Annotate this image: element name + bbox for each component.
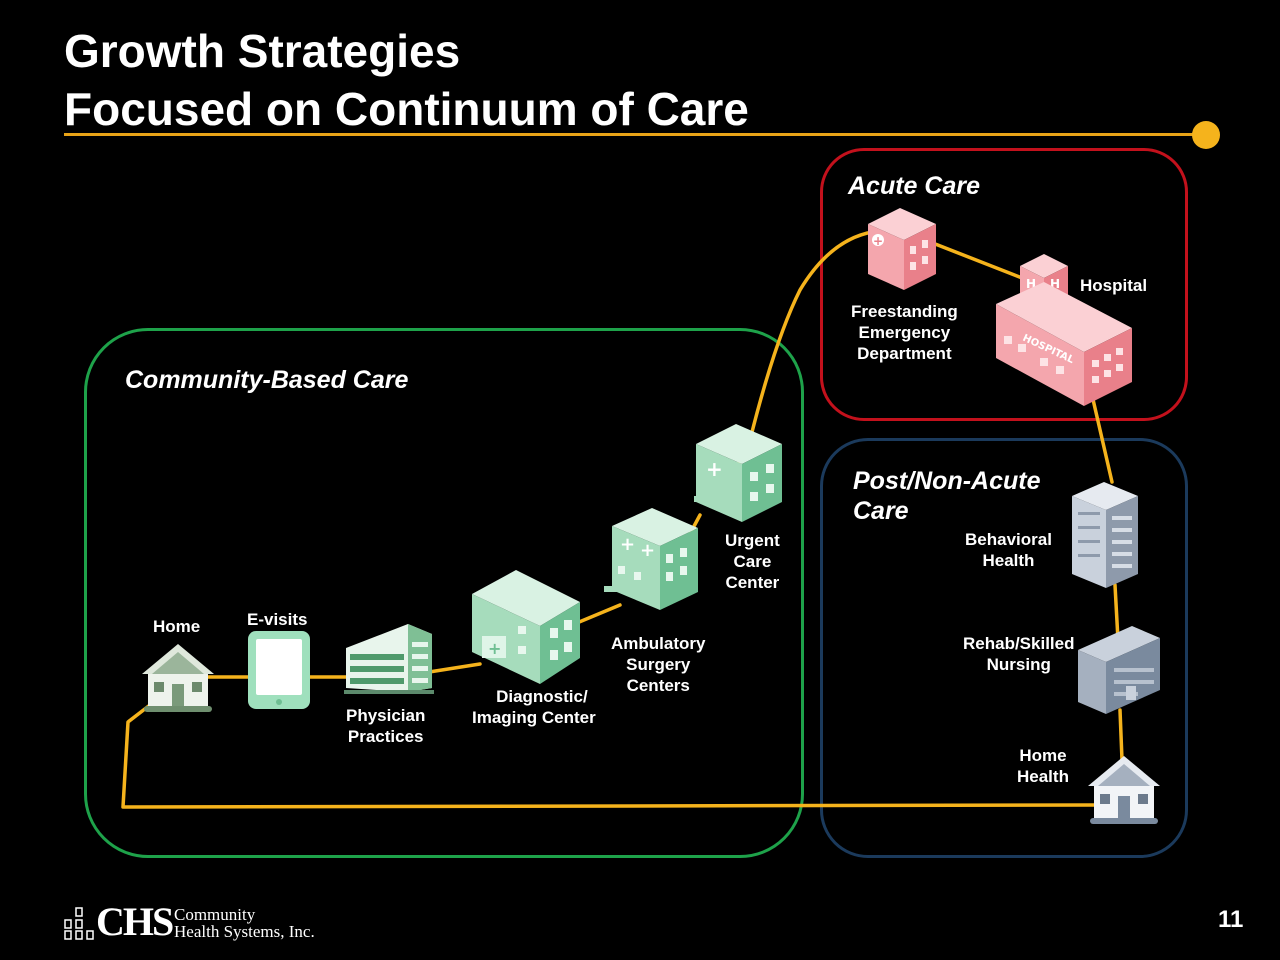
logo-wordmark: CHS (96, 899, 174, 944)
surgery-center-icon: + + (604, 508, 698, 610)
emergency-department-icon: + (868, 208, 936, 290)
post-acute-care-zone (820, 438, 1188, 858)
svg-text:H: H (1050, 277, 1060, 291)
svg-text:+: + (620, 534, 635, 555)
tower-building-icon (1072, 482, 1138, 588)
acute-care-title: Acute Care (848, 172, 980, 200)
chs-logo-icon (64, 907, 94, 940)
svg-text:+: + (706, 457, 723, 481)
acute-care-zone (820, 148, 1188, 421)
svg-text:+: + (488, 639, 501, 658)
diagnostic-imaging-label: Diagnostic/Imaging Center (472, 687, 596, 727)
svg-text:H: H (1026, 277, 1036, 291)
hospital-icon: H H HOSPITAL (996, 254, 1132, 406)
hospital-label: Hospital (1080, 276, 1148, 295)
office-building-icon (344, 624, 434, 694)
svg-text:+: + (873, 234, 883, 248)
house-icon (1088, 756, 1160, 824)
clinic-building-icon: + (472, 570, 580, 684)
community-care-zone (84, 328, 804, 858)
post-acute-care-title: Post/Non-Acute Care (853, 467, 1041, 525)
house-icon (142, 644, 214, 712)
logo-company-name: Community Health Systems, Inc. (174, 905, 315, 941)
page-number: 11 (1218, 906, 1244, 933)
title-underline-dot (1192, 121, 1220, 149)
svg-text:+: + (640, 540, 655, 561)
page-title-line-2: Focused on Continuum of Care (64, 83, 749, 135)
community-care-title: Community-Based Care (125, 366, 409, 394)
nursing-facility-icon (1078, 626, 1160, 714)
home-label: Home (153, 617, 201, 636)
urgent-care-building-icon: + (694, 424, 782, 522)
page-title-line-1: Growth Strategies (64, 25, 461, 77)
tablet-icon (248, 631, 310, 709)
title-underline (64, 133, 1204, 136)
evisits-label: E-visits (247, 610, 308, 629)
